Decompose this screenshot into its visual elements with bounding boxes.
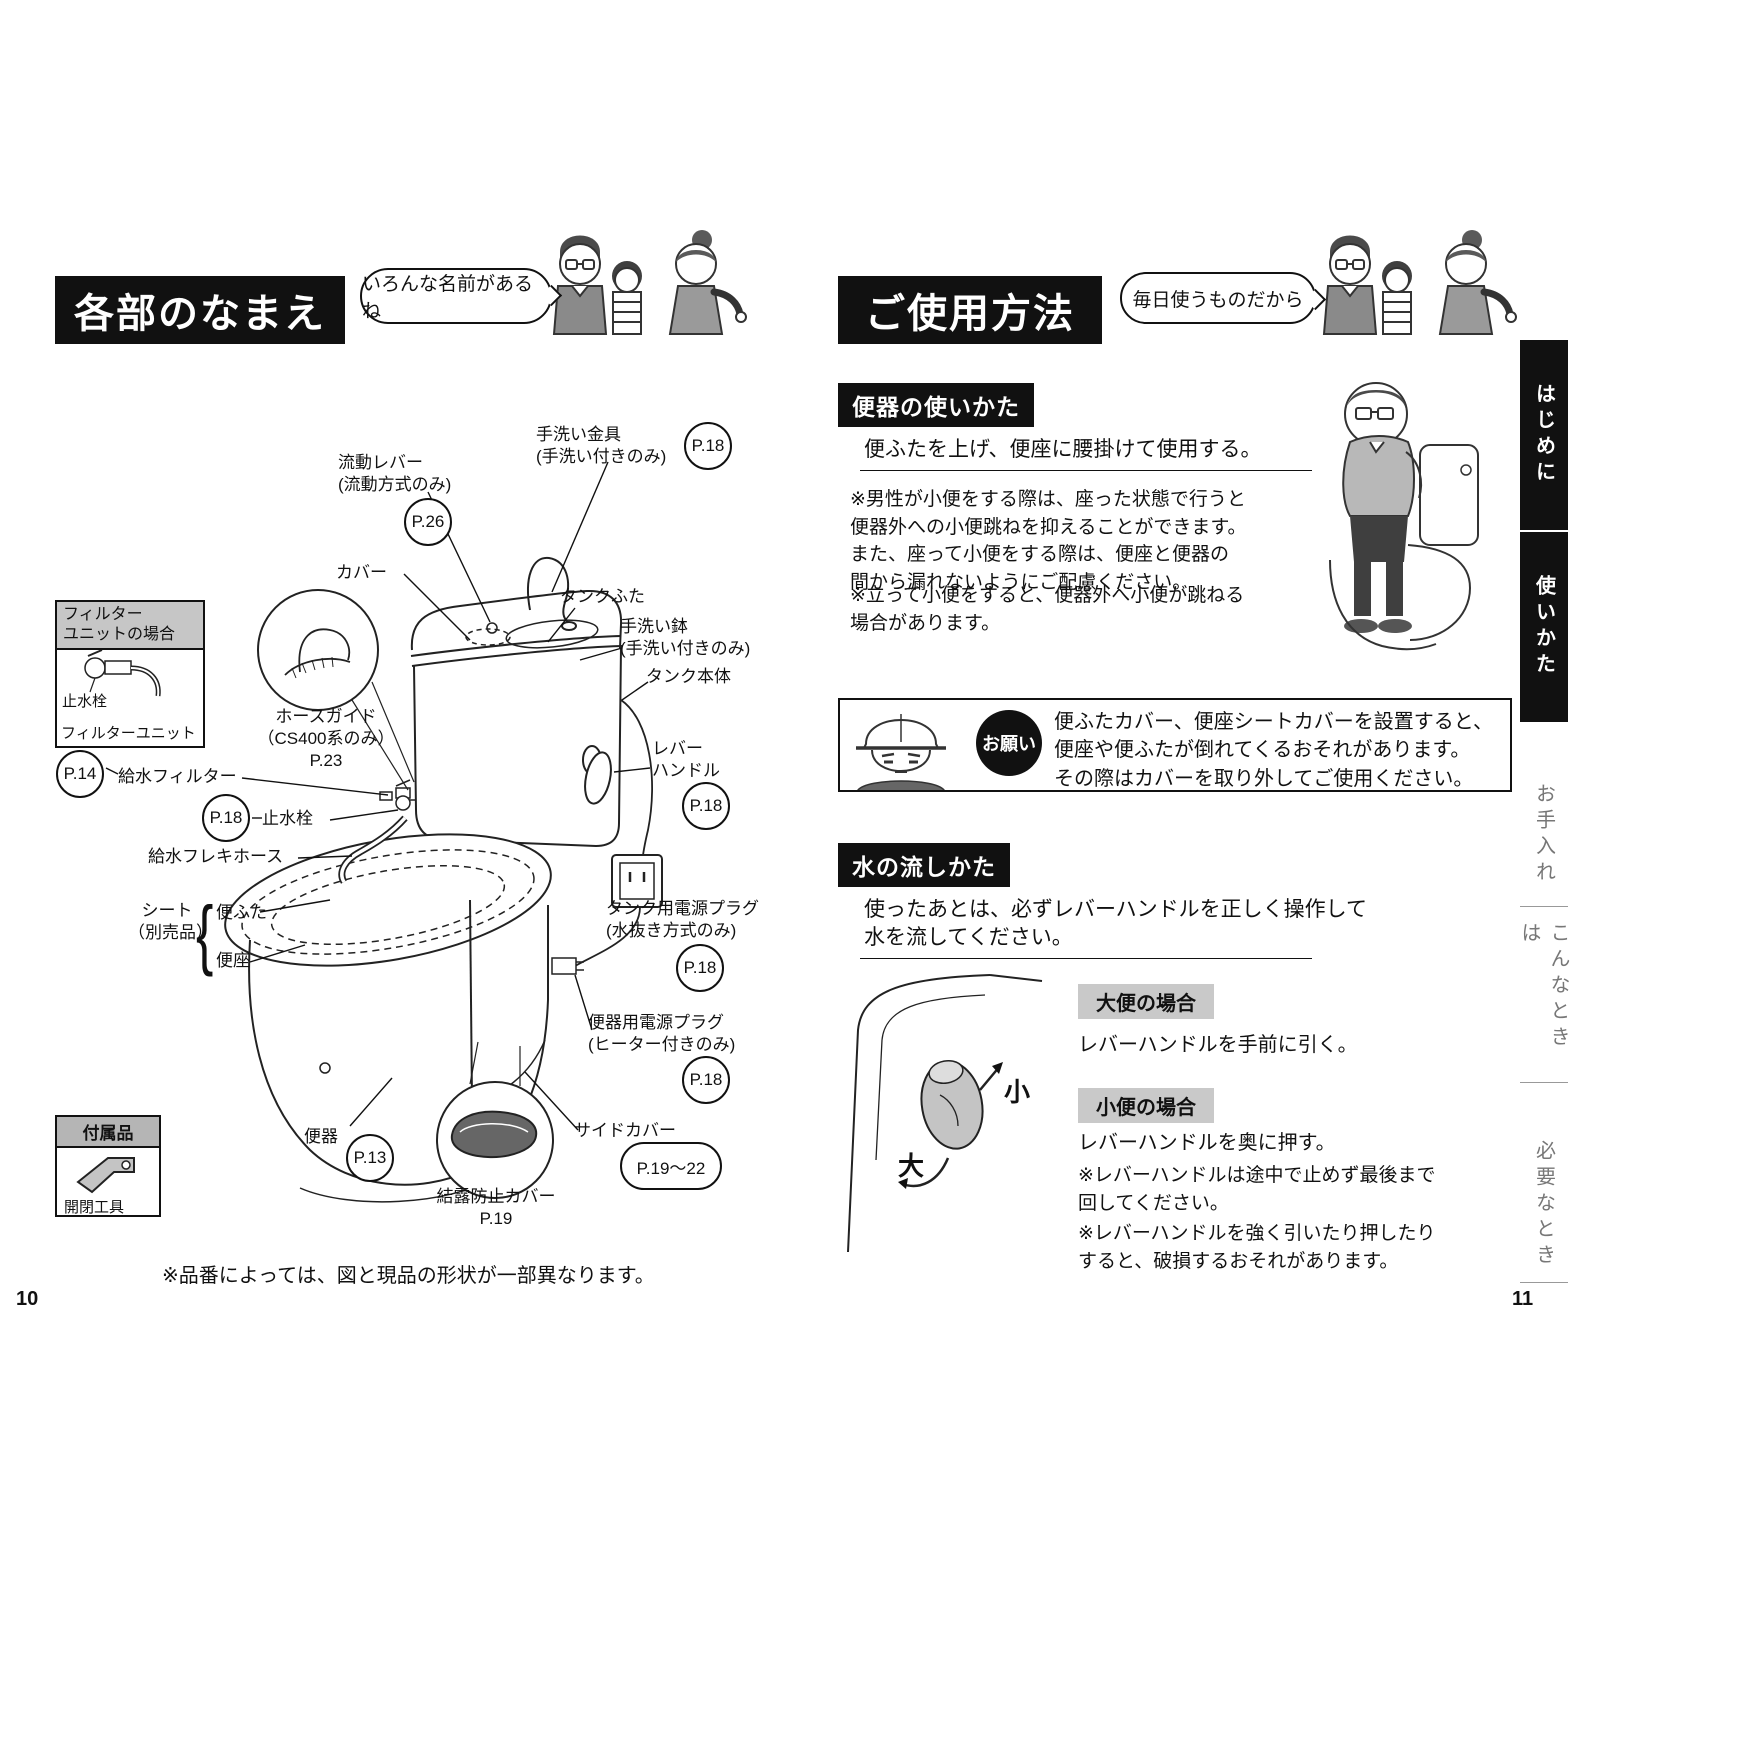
left-page-title-text: 各部のなまえ [74,292,326,336]
left-page-title: 各部のなまえ [55,276,345,344]
label-condensation-cover: 結露防止カバー P.19 [436,1187,556,1228]
right-header-bubble-text: 毎日使うものだから [1132,289,1304,311]
label-seat-sold-separately: シート （別売品） [128,901,213,942]
page-ref-flow-lever: P.26 [404,498,452,546]
label-hose-guide: ホースガイド （CS400系のみ） P.23 [257,707,395,770]
urine-note-1: ※レバーハンドルは途中で止めず最後まで 回してください。 [1078,1165,1436,1214]
left-header-speech-bubble: いろんな名前があるね [360,268,552,324]
flush-section-heading: 水の流しかた [838,843,1010,887]
worker-illustration [856,714,946,792]
page-number-right: 11 [1512,1288,1534,1310]
label-toilet-bowl: 便器 [304,1127,338,1146]
page-ref-lever-handle: P.18 [682,782,730,830]
solid-case-badge: 大便の場合 [1078,984,1214,1019]
accessory-box-title: 付属品 [57,1117,159,1148]
page-ref-supply-filter: P.14 [56,750,104,798]
family-illustration [552,230,747,335]
leader-lines [105,461,651,1131]
page-ref-tank-power-plug: P.18 [676,944,724,992]
filter-unit-illustration [84,649,161,697]
seat-brace: { [196,891,214,979]
right-page-title: ご使用方法 [838,276,1102,344]
label-stop-valve: 止水栓 [262,809,313,828]
tool-illustration [76,1157,135,1194]
accessory-tool-label: 開閉工具 [64,1199,125,1216]
label-toilet-lid: 便ふた [216,903,267,922]
sidebar-divider-3 [1520,1282,1568,1283]
label-handwash-bowl: 手洗い鉢 (手洗い付きのみ) [620,617,751,658]
flush-large-label: 大 [898,1151,925,1181]
page-ref-stop-valve: P.18 [202,794,250,842]
page-number-left: 10 [16,1288,39,1310]
flush-main-text: 使ったあとは、必ずレバーハンドルを正しく操作して 水を流してください。 [864,898,1367,950]
sidebar-divider-2 [1520,1082,1568,1083]
person-on-toilet-illustration [1329,382,1479,651]
label-lever-handle: レバー ハンドル [652,739,720,780]
urine-case-text: レバーハンドルを奥に押す。 [1078,1132,1336,1154]
toilet-diagram [224,556,663,1203]
label-toilet-seat: 便座 [216,951,250,970]
flush-underline [860,958,1312,959]
usage-main-text: 便ふたを上げ、便座に腰掛けて使用する。 [864,438,1262,461]
filter-box-unit-label: フィルターユニット [61,725,196,742]
usage-underline [860,470,1312,471]
label-cover: カバー [336,563,387,582]
page-ref-toilet-bowl: P.13 [346,1134,394,1182]
accessory-box: 付属品 [55,1115,161,1217]
right-page-title-text: ご使用方法 [865,292,1075,336]
request-text: 便ふたカバー、便座シートカバーを設置すると、 便座や便ふたが倒れてくるおそれがあ… [1054,711,1493,790]
family-illustration [1324,230,1516,334]
filter-unit-box-title: フィルター ユニットの場合 [57,602,203,650]
filter-box-valve-label: 止水栓 [62,693,108,710]
request-badge: お願い [976,710,1042,776]
tab-hitsuyonatoki: 必要なとき [1532,1139,1555,1270]
request-box [838,698,1512,792]
solid-case-text: レバーハンドルを手前に引く。 [1078,1034,1358,1056]
left-header-bubble-text: いろんな名前があるね [362,274,534,322]
sidebar-divider-1 [1520,906,1568,907]
tab-hajimeni: はじめに [1520,340,1568,530]
usage-section-heading: 便器の使いかた [838,383,1034,427]
label-tank-power-plug: タンク用電源プラグ (水抜き方式のみ) [606,899,759,940]
label-tank-lid: タンクふた [560,587,645,606]
lever-closeup-illustration [847,974,1043,1253]
tab-tsukaikata: 使いかた [1520,532,1568,722]
label-bowl-power-plug: 便器用電源プラグ (ヒーター付きのみ) [588,1013,736,1054]
label-side-cover: サイドカバー [574,1121,676,1140]
urine-case-badge: 小便の場合 [1078,1088,1214,1123]
page-ref-bowl-power-plug: P.18 [682,1056,730,1104]
label-tank-body: タンク本体 [646,667,731,686]
label-flow-lever: 流動レバー (流動方式のみ) [338,453,452,494]
label-handwash-fitting: 手洗い金具 (手洗い付きのみ) [536,425,667,466]
label-supply-filter: 給水フィルター [118,767,237,786]
flush-small-label: 小 [1004,1077,1031,1107]
label-supply-flex-hose: 給水フレキホース [148,847,284,866]
left-page-footnote: ※品番によっては、図と現品の形状が一部異なります。 [162,1265,655,1287]
tab-oteire: お手入れ [1532,783,1555,887]
page-ref-side-cover: P.19～22 [620,1142,722,1190]
usage-note-2: ※立って小便をすると、便器外へ小便が跳ねる 場合があります。 [850,585,1245,634]
page-ref-handwash-fitting: P.18 [684,422,732,470]
filter-unit-box: フィルター ユニットの場合 [55,600,205,748]
urine-note-2: ※レバーハンドルを強く引いたり押したり すると、破損するおそれがあります。 [1078,1223,1436,1272]
right-header-speech-bubble: 毎日使うものだから [1120,272,1316,324]
usage-note-1: ※男性が小便をする際は、座った状態で行うと 便器外への小便跳ねを抑えることができ… [850,489,1247,593]
tab-konnatokiwa: こんなときは [1518,922,1569,1052]
